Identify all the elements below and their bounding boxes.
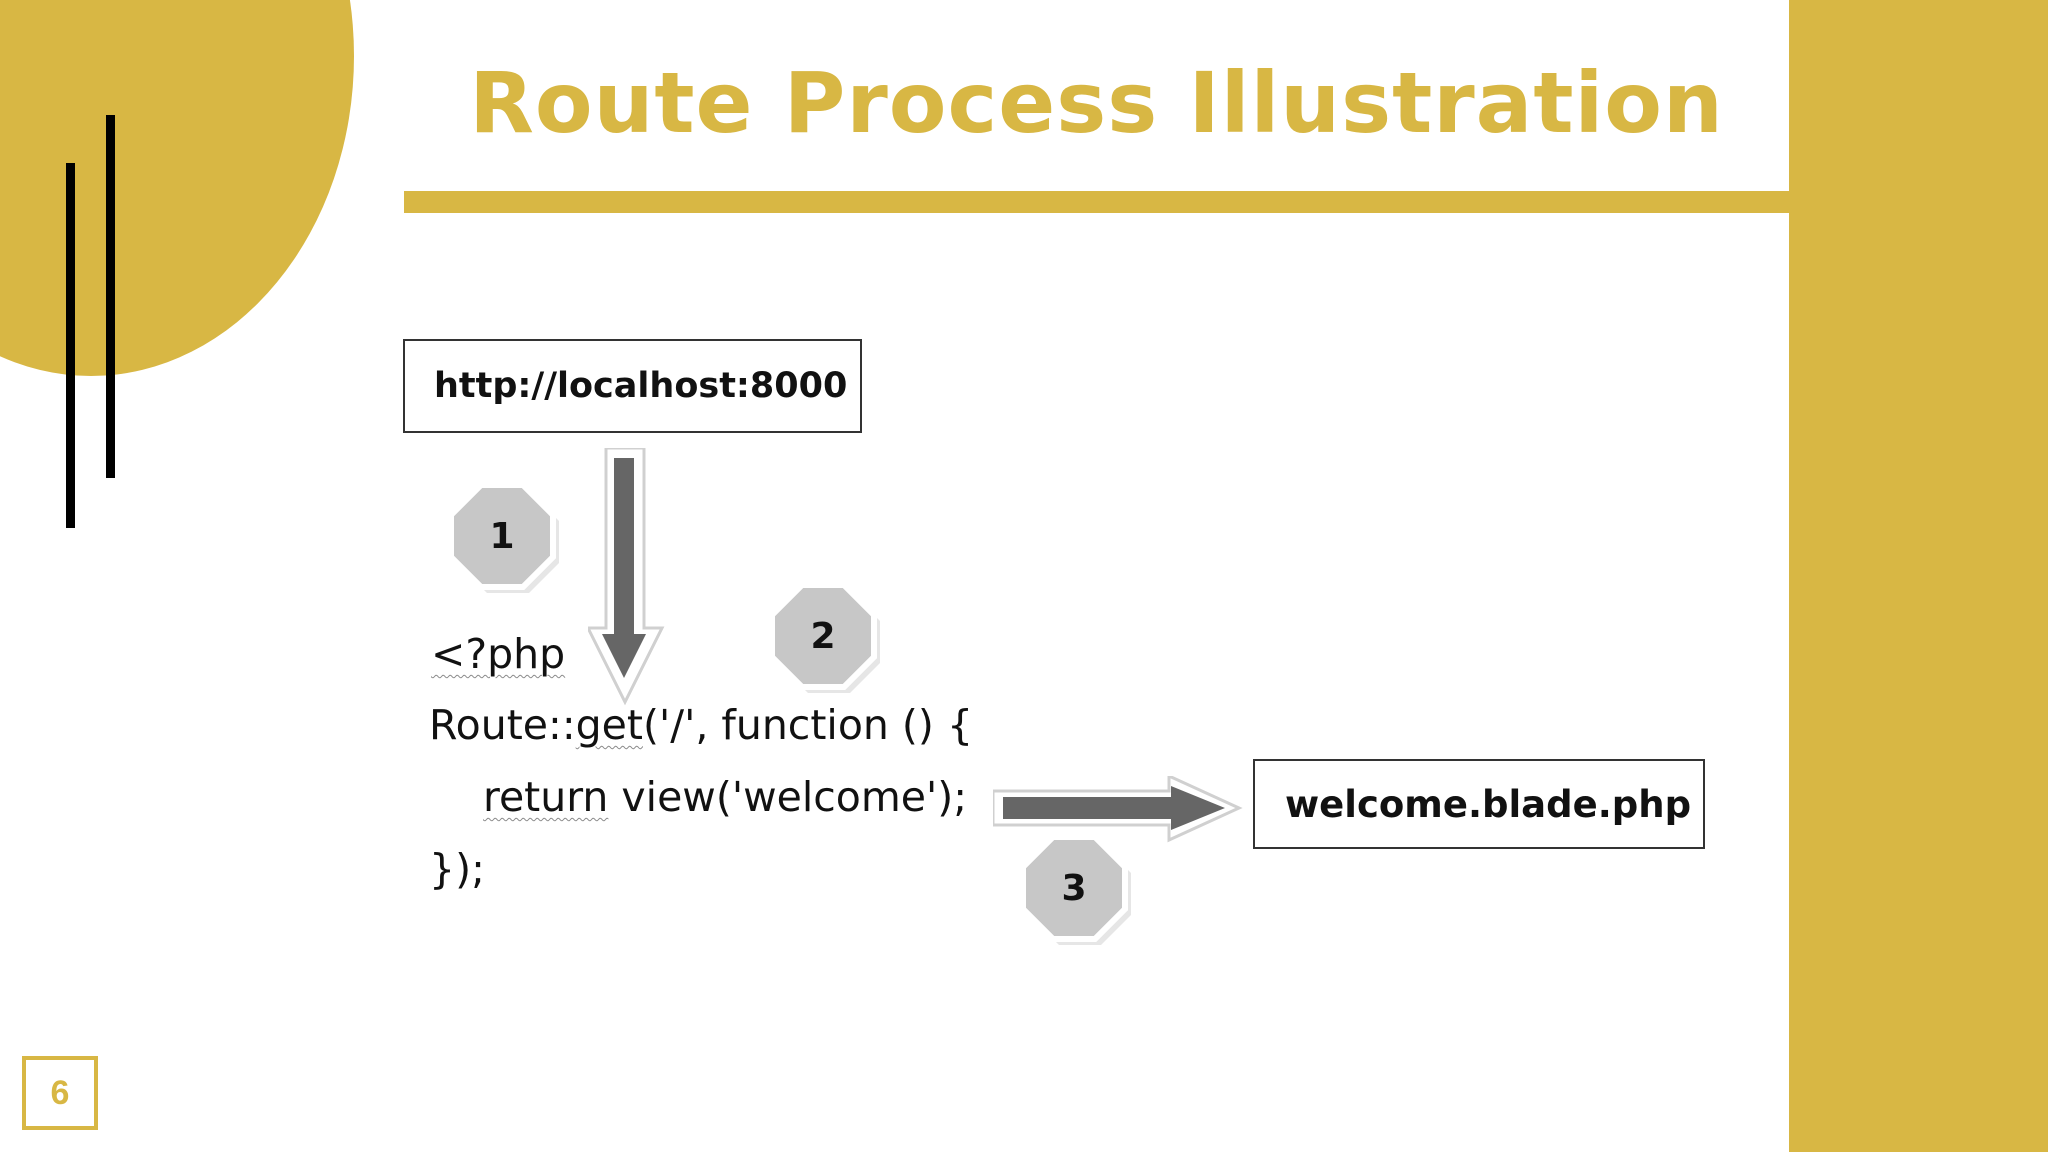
- step-2-number: 2: [810, 615, 836, 657]
- decorative-line: [66, 163, 75, 528]
- title-underline: [404, 191, 1789, 213]
- url-box: http://localhost:8000: [403, 339, 862, 433]
- code-route-prefix: Route::: [429, 701, 576, 749]
- code-get: get: [575, 701, 643, 749]
- step-1-badge: 1: [445, 479, 565, 599]
- code-return: return: [483, 773, 609, 821]
- page-number: 6: [22, 1056, 98, 1130]
- code-line-2: Route::get('/', function () {: [429, 701, 973, 749]
- right-arrow-icon: [991, 773, 1243, 851]
- view-file-text: welcome.blade.php: [1285, 782, 1692, 826]
- code-line-1: <?php: [431, 630, 565, 678]
- code-line-3: return view('welcome');: [483, 773, 967, 821]
- decorative-circle: [0, 0, 354, 376]
- code-php-tag: <?php: [431, 630, 566, 678]
- code-closing: });: [429, 845, 485, 893]
- slide-title: Route Process Illustration: [469, 54, 1724, 152]
- code-line-4: });: [429, 845, 485, 893]
- code-view-call: view('welcome');: [608, 773, 968, 821]
- down-arrow-icon: [585, 446, 668, 713]
- step-2-badge: 2: [766, 579, 886, 699]
- step-1-number: 1: [489, 515, 515, 557]
- view-file-box: welcome.blade.php: [1253, 759, 1705, 849]
- step-3-badge: 3: [1017, 831, 1137, 951]
- code-route-rest: ('/', function () {: [642, 701, 974, 749]
- url-text: http://localhost:8000: [434, 366, 848, 406]
- decorative-side-band: [1789, 0, 2048, 1152]
- decorative-line: [106, 115, 115, 478]
- step-3-number: 3: [1061, 867, 1087, 909]
